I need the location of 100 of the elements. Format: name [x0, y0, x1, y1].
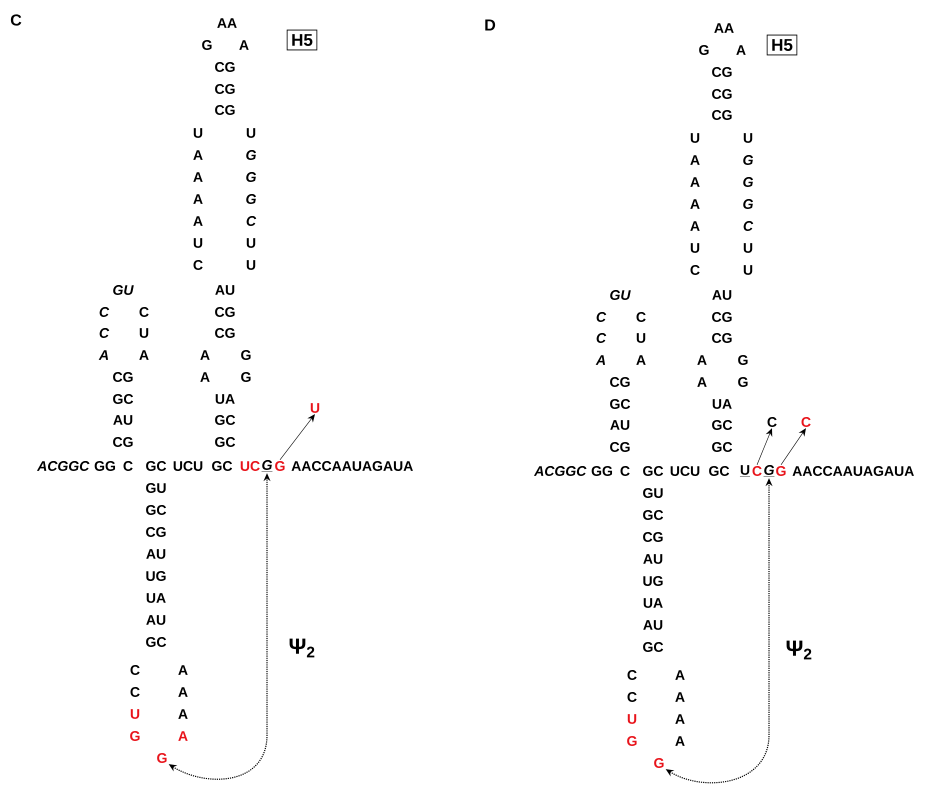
nucleotide-label: A [178, 687, 188, 697]
nucleotide-label: CG [712, 312, 732, 322]
nucleotide-label: GC [643, 642, 664, 652]
nucleotide-label: A [675, 692, 685, 702]
nucleotide-label: U [246, 128, 256, 138]
nucleotide-label: UG [643, 576, 663, 586]
nucleotide-label: U [636, 333, 646, 343]
nucleotide-label: A [139, 350, 149, 360]
nucleotide-label: CG [113, 437, 133, 447]
nucleotide-label: AU [643, 620, 662, 630]
nucleotide-label: C [140, 307, 149, 317]
nucleotide-label: A [193, 194, 203, 204]
nucleotide-label: G [699, 45, 709, 55]
nucleotide-label: C [100, 307, 110, 317]
nucleotide-label: AACCAAUAGAUA [792, 466, 914, 476]
nucleotide-label: G [743, 177, 754, 187]
nucleotide-label: G [738, 377, 748, 387]
nucleotide-label: G [157, 753, 167, 763]
nucleotide-label: U [690, 133, 700, 143]
nucleotide-label: AU [643, 554, 662, 564]
nucleotide-label: CG [215, 328, 235, 338]
nucleotide-label: GC [113, 394, 134, 404]
nucleotide-label: AU [146, 615, 166, 625]
nucleotide-label: CG [113, 372, 133, 382]
nucleotide-label: A [690, 221, 700, 231]
nucleotide-label: ACGGC [36, 461, 90, 471]
nucleotide-label: A [239, 40, 249, 50]
nucleotide-label: C [744, 221, 754, 231]
nucleotide-label: GG [592, 466, 612, 476]
nucleotide-label: G [246, 172, 256, 182]
nucleotide-label: C [628, 692, 637, 702]
nucleotide-label: A [98, 350, 108, 360]
nucleotide-label: U [740, 465, 750, 476]
nucleotide-label: A [697, 377, 707, 387]
nucleotide-label: A [636, 355, 646, 365]
panel-label: D [485, 20, 496, 30]
nucleotide-label: CG [215, 62, 235, 72]
nucleotide-label: A [193, 150, 203, 160]
nucleotide-label: C [636, 312, 646, 322]
nucleotide-label: C [596, 333, 606, 343]
helix-label-box: H5 [766, 34, 798, 56]
nucleotide-label: G [246, 194, 256, 204]
nucleotide-label: GU [146, 483, 166, 493]
nucleotide-label: CG [215, 105, 235, 115]
nucleotide-label: U [246, 260, 256, 270]
nucleotide-label: A [690, 155, 700, 165]
edge-label: Ψ$_{2}$ [786, 640, 812, 660]
nucleotide-label: GU [610, 290, 631, 300]
nucleotide-label: C [246, 216, 256, 226]
nucleotide-label: U [140, 328, 148, 338]
nucleotide-label: G [654, 758, 664, 768]
nucleotide-label: AU [146, 549, 166, 559]
nucleotide-label: A [193, 216, 203, 226]
nucleotide-label: GC [146, 461, 166, 471]
nucleotide-label: C [124, 461, 133, 471]
nucleotide-label: A [675, 736, 685, 746]
nucleotide-label: A [697, 355, 707, 365]
nucleotide-label: GC [643, 466, 664, 476]
nucleotide-label: CG [215, 84, 235, 94]
nucleotide-label: GC [146, 637, 166, 647]
nucleotide-label: U [194, 128, 202, 138]
nucleotide-label: AA [217, 18, 237, 28]
nucleotide-label: GC [712, 420, 732, 430]
nucleotide-label: CG [643, 532, 663, 542]
nucleotide-label: G [246, 150, 256, 160]
nucleotide-label: AU [712, 290, 732, 300]
nucleotide-label: CG [146, 527, 166, 537]
nucleotide-label: G [627, 736, 637, 746]
nucleotide-label: C [620, 466, 630, 476]
nucleotide-label: U [690, 243, 700, 253]
nucleotide-label: GU [113, 285, 134, 295]
nucleotide-label: GC [215, 415, 236, 425]
nucleotide-label: U [628, 714, 636, 724]
nucleotide-label: UC [240, 461, 260, 471]
nucleotide-label: U [194, 238, 202, 248]
nucleotide-label: G [743, 199, 754, 209]
nucleotide-label: U [246, 238, 256, 248]
nucleotide-label: A [200, 372, 210, 382]
nucleotide-label: UA [146, 593, 166, 603]
nucleotide-label: AU [610, 420, 630, 430]
nucleotide-label: A [178, 731, 188, 741]
nucleotide-label: AA [714, 23, 734, 33]
nucleotide-label: CG [712, 67, 732, 77]
nucleotide-label: GC [643, 510, 664, 520]
helix-label-box: H5 [286, 30, 318, 50]
nucleotide-label: C [690, 265, 700, 275]
nucleotide-label: A [178, 665, 188, 675]
nucleotide-label: AU [113, 415, 132, 425]
nucleotide-label: A [736, 45, 746, 55]
nucleotide-label: GC [610, 399, 630, 409]
nucleotide-label: UA [216, 394, 235, 404]
nucleotide-label: A [200, 350, 210, 360]
nucleotide-label: G [202, 40, 212, 50]
nucleotide-label: C [752, 466, 762, 476]
nucleotide-label: GC [709, 466, 730, 476]
nucleotide-label: A [690, 199, 700, 209]
nucleotide-label: C [130, 687, 140, 697]
nucleotide-label: ACGGC [534, 466, 586, 476]
nucleotide-label: A [675, 714, 685, 724]
nucleotide-label: A [178, 709, 188, 719]
